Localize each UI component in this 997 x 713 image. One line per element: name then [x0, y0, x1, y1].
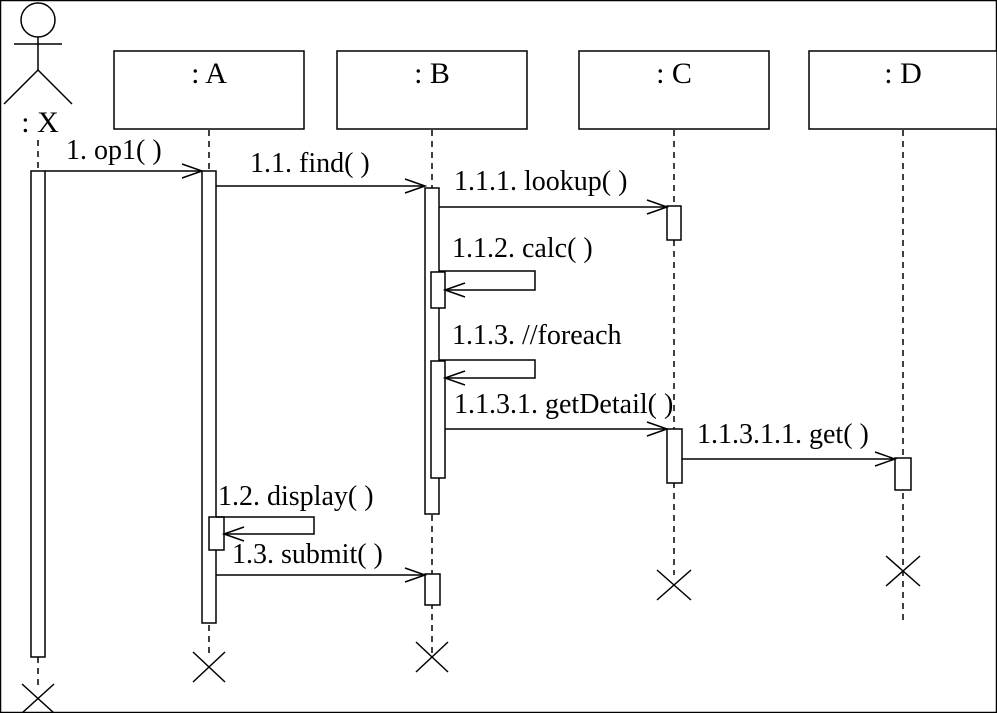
message-label-calc: 1.1.2. calc( ) — [452, 233, 593, 264]
activation-d-get — [894, 457, 912, 491]
destroy-mark-a — [192, 651, 226, 683]
object-box-b: : B — [336, 50, 528, 130]
destroy-mark-x — [21, 683, 55, 713]
message-get — [682, 451, 898, 467]
message-lookup — [439, 199, 670, 215]
destroy-mark-b — [415, 641, 449, 673]
arrowhead — [874, 451, 898, 467]
arrowhead — [646, 421, 670, 437]
message-op1 — [45, 163, 205, 179]
object-box-a: : A — [113, 50, 305, 130]
message-label-display: 1.2. display( ) — [218, 481, 374, 512]
object-box-d: : D — [808, 50, 997, 130]
activation-b-foreach — [430, 360, 446, 479]
object-label-b: : B — [414, 57, 450, 90]
destroy-mark-d — [885, 555, 921, 587]
arrowhead — [181, 163, 205, 179]
actor-right-leg — [37, 69, 73, 105]
arrowhead — [646, 199, 670, 215]
message-calc — [439, 270, 536, 298]
message-label-op1: 1. op1( ) — [66, 135, 162, 166]
message-label-submit: 1.3. submit( ) — [232, 539, 383, 570]
activation-a — [201, 170, 217, 624]
message-label-foreach: 1.1.3. //foreach — [452, 320, 622, 351]
arrowhead — [221, 526, 245, 542]
actor-head — [20, 2, 56, 38]
message-getdetail — [445, 421, 670, 437]
message-find — [216, 178, 428, 194]
message-label-get: 1.1.3.1.1. get( ) — [697, 419, 869, 450]
activation-x — [30, 170, 46, 658]
actor-label: : X — [21, 106, 59, 139]
message-label-getdetail: 1.1.3.1. getDetail( ) — [454, 389, 673, 420]
arrowhead — [404, 567, 428, 583]
activation-b-submit — [424, 573, 441, 606]
message-label-find: 1.1. find( ) — [250, 148, 370, 179]
activation-c-getdetail — [666, 428, 683, 484]
arrowhead — [442, 370, 466, 386]
activation-c-lookup — [666, 205, 682, 241]
activation-a-display — [208, 516, 225, 551]
message-foreach — [439, 359, 536, 386]
actor-x — [3, 2, 73, 105]
actor-left-leg — [3, 69, 39, 105]
message-label-lookup: 1.1.1. lookup( ) — [454, 166, 627, 197]
message-display — [216, 516, 315, 542]
object-label-d: : D — [884, 57, 922, 90]
object-label-c: : C — [656, 57, 692, 90]
object-box-c: : C — [578, 50, 770, 130]
message-submit — [216, 567, 428, 583]
destroy-mark-c — [656, 569, 692, 601]
object-label-a: : A — [191, 57, 227, 90]
arrowhead — [404, 178, 428, 194]
arrowhead — [442, 282, 466, 298]
